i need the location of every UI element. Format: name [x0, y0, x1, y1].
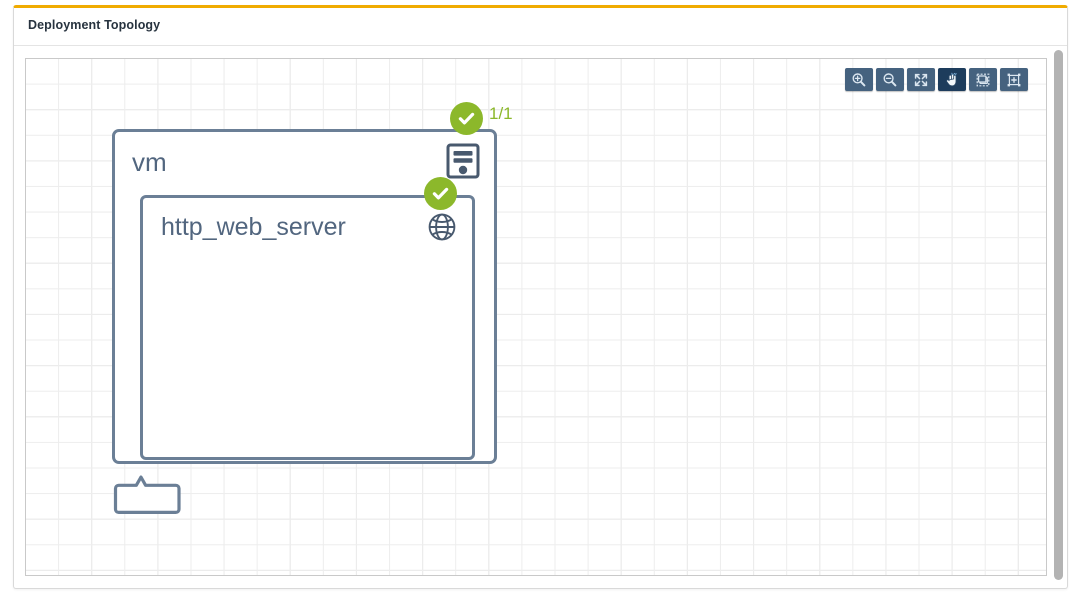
page-title: Deployment Topology: [28, 18, 161, 32]
topology-node-vm[interactable]: vm http_web_server: [112, 129, 497, 464]
check-icon: [432, 187, 449, 200]
zoom-in-button[interactable]: [845, 68, 873, 91]
marquee-select-button[interactable]: [969, 68, 997, 91]
marquee-select-icon: [975, 72, 991, 88]
pan-button[interactable]: [938, 68, 966, 91]
pan-hand-icon: [944, 72, 960, 88]
status-badge-http-web-server: [424, 177, 457, 210]
canvas-scrollbar-thumb[interactable]: [1054, 50, 1063, 580]
canvas-toolbar: [845, 68, 1028, 91]
network-connector-shape[interactable]: [111, 474, 183, 516]
server-icon: [446, 143, 480, 184]
fit-to-screen-icon: [913, 72, 929, 88]
zoom-out-button[interactable]: [876, 68, 904, 91]
zoom-out-icon: [882, 72, 898, 88]
fit-to-screen-button[interactable]: [907, 68, 935, 91]
topology-canvas[interactable]: vm http_web_server: [25, 58, 1047, 576]
check-icon: [458, 112, 475, 125]
topology-node-vm-label: vm: [132, 147, 167, 177]
deployment-topology-panel: Deployment Topology: [13, 5, 1068, 589]
center-selection-icon: [1006, 72, 1022, 88]
canvas-scrollbar[interactable]: [1054, 50, 1063, 580]
center-selection-button[interactable]: [1000, 68, 1028, 91]
globe-icon: [427, 212, 457, 247]
topology-node-http-web-server-label: http_web_server: [161, 213, 346, 241]
panel-header: Deployment Topology: [14, 8, 1067, 46]
status-badge-vm: [450, 102, 483, 135]
zoom-in-icon: [851, 72, 867, 88]
topology-node-http-web-server[interactable]: http_web_server: [140, 195, 475, 460]
status-badge-vm-count: 1/1: [489, 104, 513, 123]
